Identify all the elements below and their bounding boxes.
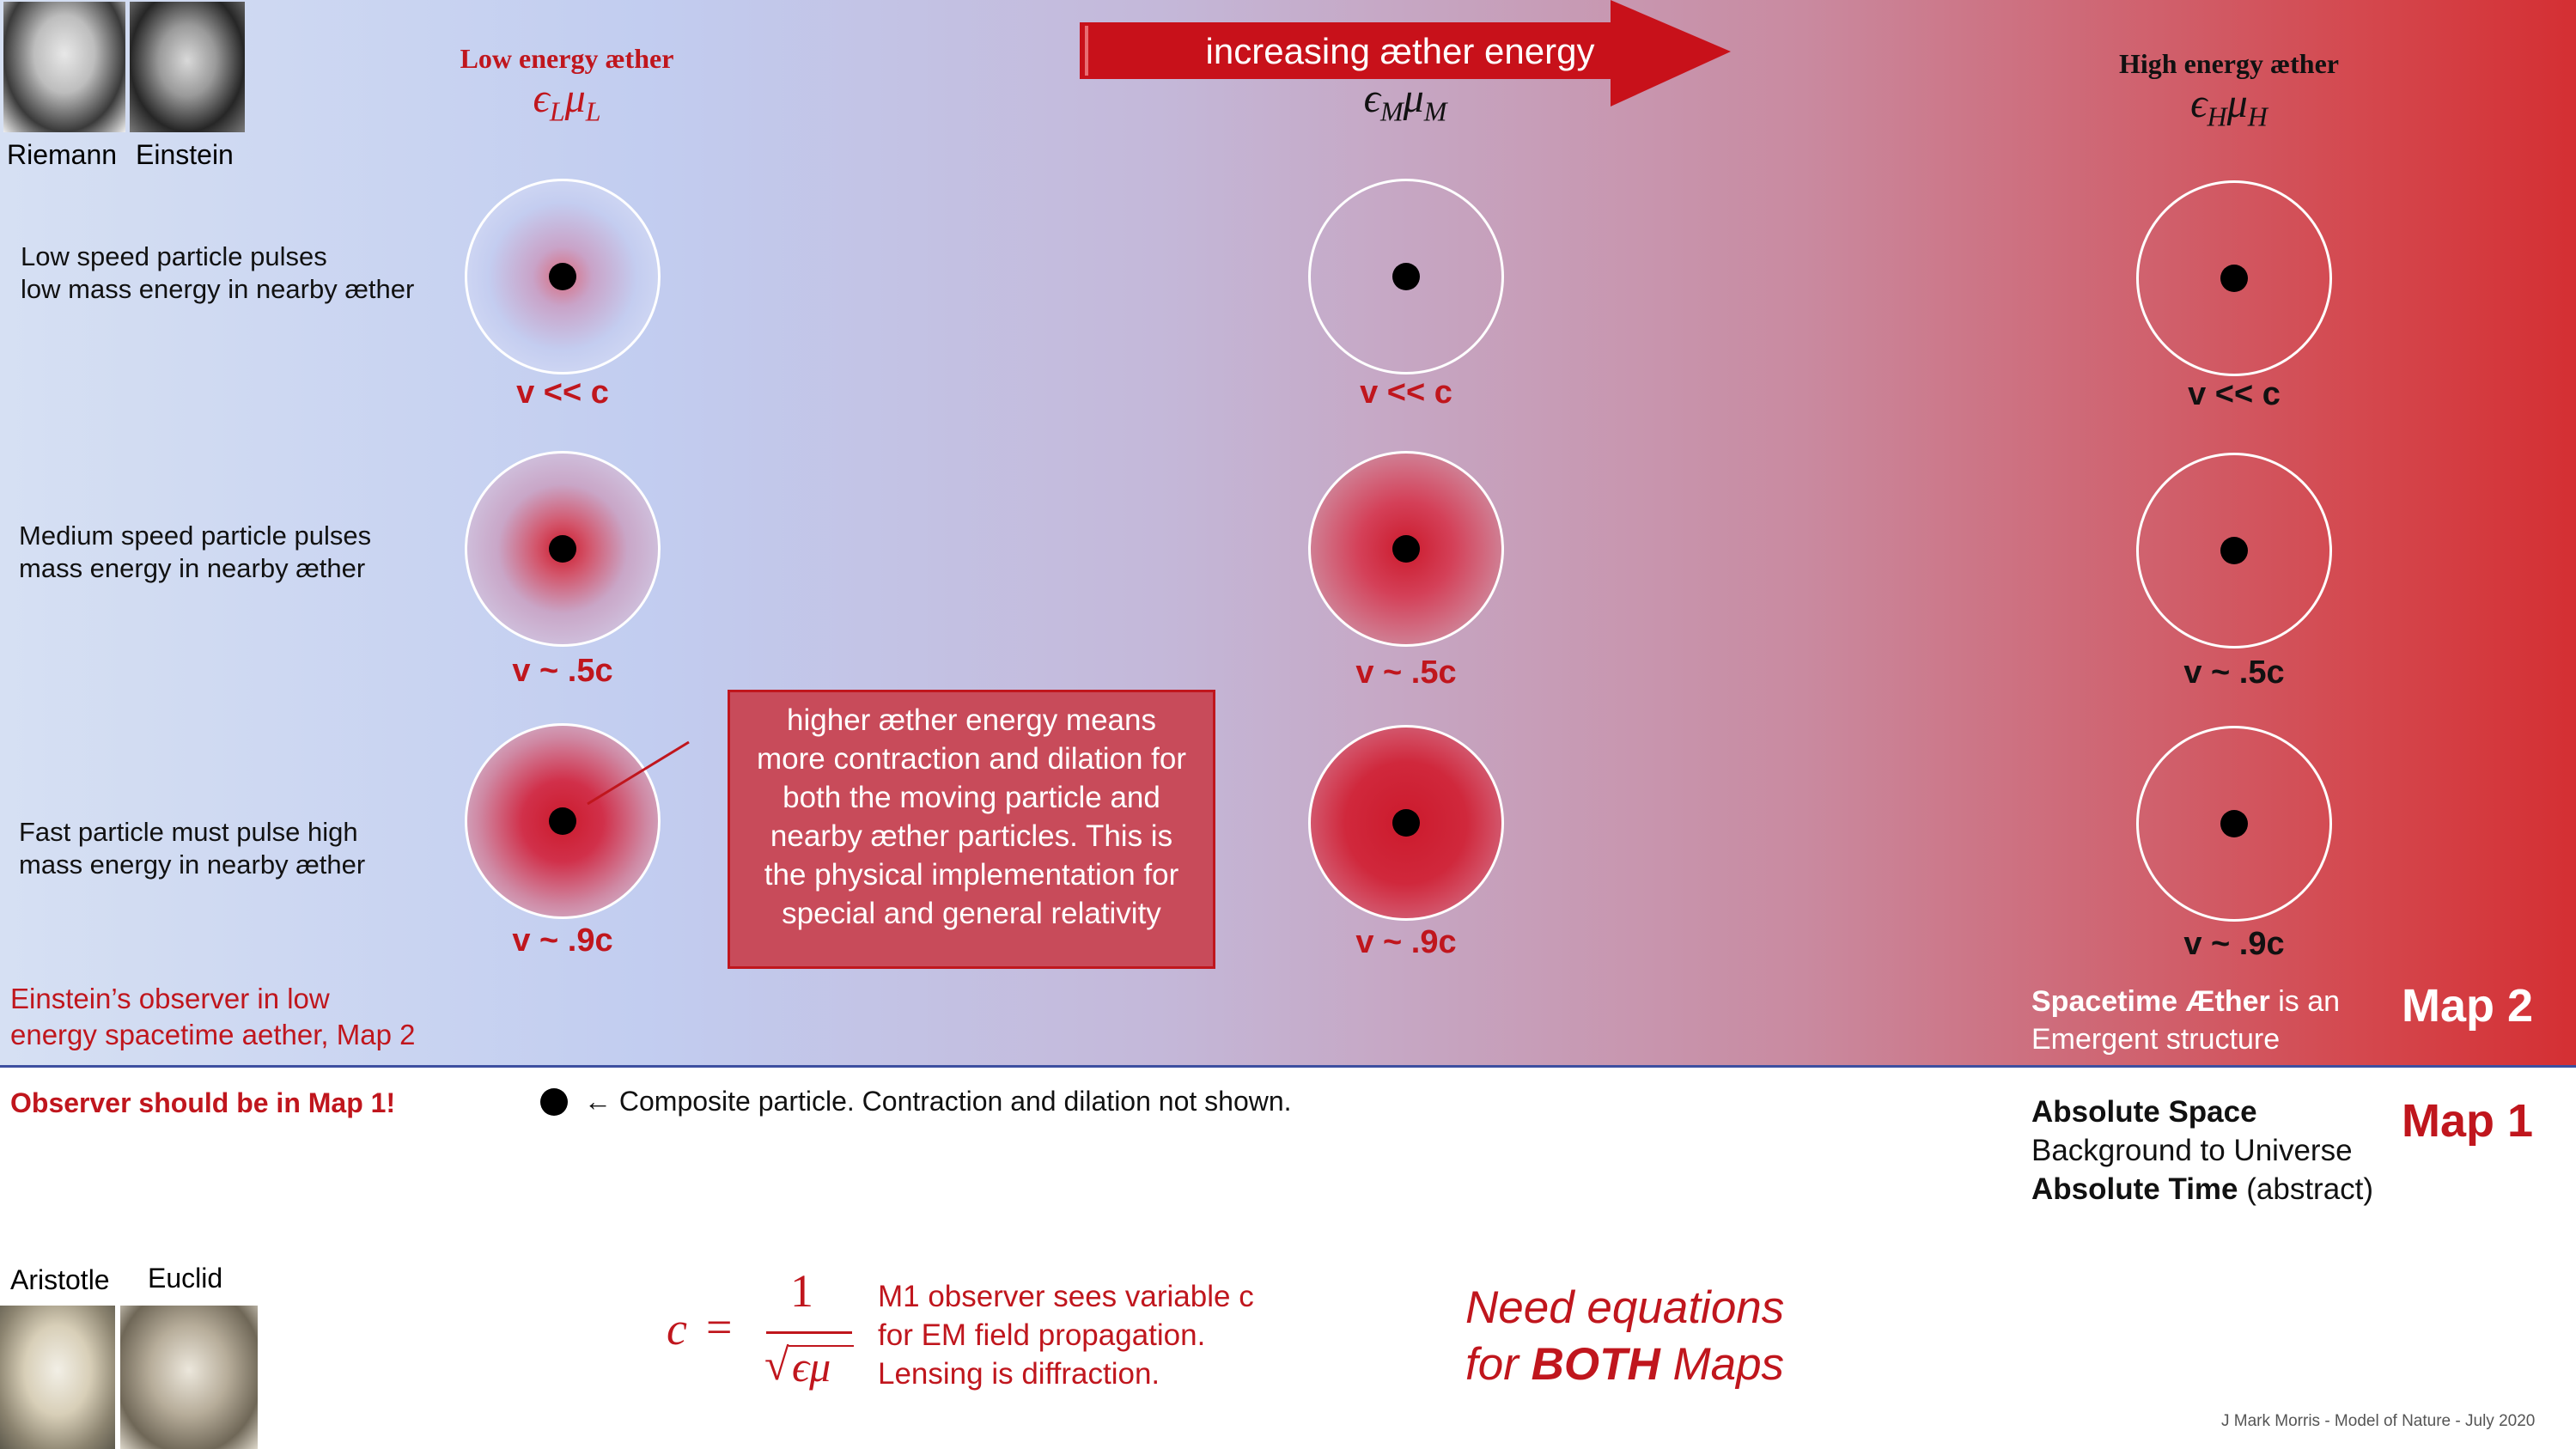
equation-lhs: c <box>667 1303 687 1355</box>
speed-of-light-equation: c = 1 √ ϵμ <box>663 1265 861 1407</box>
aether-circle-high-medium <box>2136 453 2332 648</box>
legend-dot <box>540 1088 568 1116</box>
observer-warning: Observer should be in Map 1! <box>10 1087 396 1118</box>
speed-label: v ~ .5c <box>512 653 613 689</box>
aether-circle-low-slow <box>465 179 661 374</box>
increasing-energy-arrow <box>1080 0 1731 107</box>
column-header-low: Low energy æther ϵLμL <box>395 43 739 128</box>
callout-text: higher æther energy means more contracti… <box>757 703 1186 930</box>
particle-dot <box>549 535 576 563</box>
aether-circle-high-slow <box>2136 180 2332 376</box>
einstein-name: Einstein <box>136 139 234 170</box>
particle-dot <box>2220 265 2248 292</box>
sqrt-sign: √ <box>764 1341 789 1390</box>
credit-line: J Mark Morris - Model of Nature - July 2… <box>2221 1412 2536 1430</box>
equation-equals: = <box>706 1301 733 1353</box>
column-equation-high: ϵHμH <box>2190 81 2268 132</box>
aether-circle-mid-fast <box>1308 725 1504 921</box>
speed-label: v ~ .9c <box>1355 924 1457 960</box>
speed-label: v ~ .9c <box>512 922 613 959</box>
arrow-label: increasing æther energy <box>1205 31 1595 71</box>
map1-label: Map 1 <box>2402 1095 2534 1147</box>
speed-label: v << c <box>516 374 609 411</box>
aether-circle-mid-slow <box>1308 179 1504 374</box>
riemann-name: Riemann <box>7 139 118 170</box>
euclid-name: Euclid <box>148 1263 223 1294</box>
equation-numerator: 1 <box>790 1265 813 1317</box>
particle-dot <box>1392 263 1420 290</box>
aether-circle-low-medium <box>465 451 661 647</box>
particle-dot <box>2220 537 2248 564</box>
map1-description: Absolute Space Background to Universe Ab… <box>2031 1095 2374 1206</box>
column-header-high: High energy æther ϵHμH <box>2057 48 2401 133</box>
einstein-portrait <box>130 2 245 132</box>
column-equation-mid: ϵMμM <box>1363 76 1447 127</box>
equation-denominator: ϵμ <box>792 1342 831 1391</box>
euclid-portrait <box>120 1306 258 1449</box>
speed-label: v ~ .9c <box>2183 926 2285 962</box>
speed-label: v ~ .5c <box>2183 654 2285 691</box>
aether-circle-low-fast <box>465 723 661 919</box>
particle-dot <box>549 807 576 835</box>
callout-connector-line <box>587 740 690 806</box>
speed-label: v << c <box>1360 374 1452 411</box>
aether-circle-high-fast <box>2136 726 2332 922</box>
callout-box: higher æther energy means more contracti… <box>728 690 1215 969</box>
map2-label: Map 2 <box>2402 980 2534 1032</box>
sqrt-overline <box>789 1345 854 1347</box>
particle-dot <box>1392 535 1420 563</box>
fraction-bar <box>766 1331 852 1334</box>
need-equations-note: Need equations for BOTH Maps <box>1465 1282 1785 1390</box>
map2-description: Spacetime Æther is an Emergent structure <box>2031 985 2341 1056</box>
column-title-low: Low energy æther <box>460 43 674 74</box>
particle-dot <box>1392 809 1420 837</box>
legend-text: ← Composite particle. Contraction and di… <box>584 1086 1292 1117</box>
speed-label: v << c <box>2188 376 2281 412</box>
column-header-mid: ϵMμM <box>1233 43 1577 128</box>
aristotle-portrait <box>0 1306 115 1449</box>
particle-dot <box>2220 810 2248 837</box>
column-title-high: High energy æther <box>2119 48 2339 79</box>
speed-label: v ~ .5c <box>1355 654 1457 691</box>
riemann-portrait <box>3 2 125 132</box>
aether-circle-mid-medium <box>1308 451 1504 647</box>
aristotle-name: Aristotle <box>10 1264 110 1295</box>
column-equation-low: ϵLμL <box>533 76 601 127</box>
particle-dot <box>549 263 576 290</box>
